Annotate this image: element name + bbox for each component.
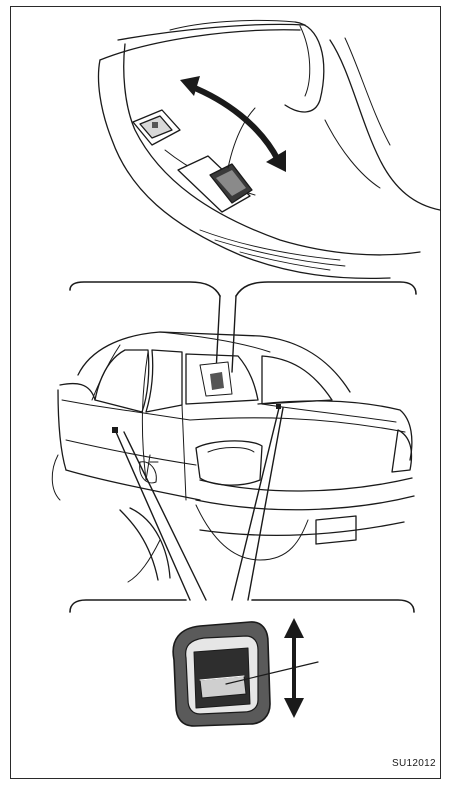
vertical-double-arrow-icon xyxy=(284,618,304,718)
window-switch-icon xyxy=(173,622,270,726)
master-window-switch-panel xyxy=(70,20,440,296)
curved-double-arrow-icon xyxy=(180,76,286,172)
window-switch-icon xyxy=(178,156,252,212)
figure-code: SU12012 xyxy=(392,758,436,769)
sedan-rear-three-quarter-view xyxy=(52,296,414,600)
passenger-window-switch-closeup xyxy=(70,600,414,726)
